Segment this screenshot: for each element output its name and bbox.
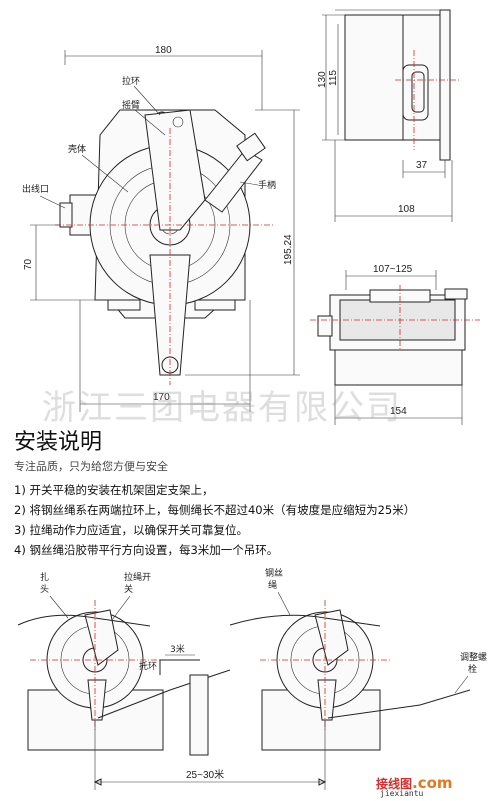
- label-handle: 手柄: [258, 179, 276, 191]
- install-diagram-left: 3米 托环 扎 头 拉绳开 关: [17, 571, 231, 756]
- label-housing: 壳体: [68, 143, 86, 155]
- instruction-item: 2) 将钢丝绳系在两端拉环上，每侧绳长不超过40米（有坡度是应缩短为25米）: [14, 503, 416, 517]
- label-adjust-a: 调整螺: [460, 651, 487, 663]
- label-clamp-a: 扎: [40, 571, 49, 583]
- dim-70: 70: [23, 258, 34, 270]
- instruction-item: 1) 开关平稳的安装在机架固定支架上，: [14, 483, 214, 497]
- rocker-arm: [144, 109, 206, 231]
- top-view: 107~125 154: [310, 264, 480, 425]
- dim-170: 170: [153, 392, 170, 403]
- label-bracket: 托环: [139, 660, 157, 672]
- site-url: jiexiantu: [380, 789, 424, 798]
- spacing-dimension: 25~30米: [93, 720, 327, 790]
- outlet-nut: [59, 202, 73, 228]
- label-pull-ring: 拉环: [122, 75, 140, 87]
- dim-115: 115: [328, 70, 339, 86]
- watermark: 浙江三团电器有限公司: [42, 388, 402, 428]
- side-body: [344, 14, 404, 141]
- dim-108: 108: [398, 204, 415, 215]
- label-clamp-b: 头: [40, 584, 49, 595]
- dim-107-125: 107~125: [373, 264, 413, 275]
- label-wire-b: 绳: [268, 579, 277, 591]
- label-switch-b: 关: [124, 583, 133, 595]
- dim-37: 37: [416, 160, 428, 171]
- front-view: 180 70 195.24: [22, 45, 300, 412]
- label-outlet: 出线口: [22, 183, 49, 195]
- dim-154: 154: [390, 406, 407, 417]
- foot-left: [107, 299, 141, 311]
- instruction-list: 1) 开关平稳的安装在机架固定支架上， 2) 将钢丝绳系在两端拉环上，每侧绳长不…: [14, 480, 415, 560]
- logo-suffix: .com: [412, 774, 453, 792]
- site-logo: 接线图.com: [376, 774, 453, 792]
- instruction-item: 3) 拉绳动作力应适宜，以确保开关可靠复位。: [14, 523, 248, 537]
- label-wire-a: 钢丝: [265, 567, 283, 579]
- install-diagram-right: 钢丝 绳 调整螺 栓: [229, 567, 487, 751]
- foot-right: [194, 299, 236, 311]
- handle-bar: [204, 149, 263, 213]
- side-flange: [439, 9, 451, 161]
- support-post: [189, 674, 209, 756]
- label-adjust-b: 栓: [468, 663, 477, 675]
- label-switch-a: 拉绳开: [124, 571, 151, 583]
- label-rocker-arm: 摇臂: [122, 99, 140, 111]
- instruction-item: 4) 钢丝绳沿胶带平行方向设置，每3米加一个吊环。: [14, 543, 279, 557]
- spacing-25-30m: 25~30米: [186, 768, 224, 781]
- section-title: 安装说明: [14, 430, 103, 455]
- dim-130: 130: [317, 71, 328, 88]
- dim-195: 195.24: [283, 234, 294, 265]
- spacing-3m: 3米: [170, 643, 185, 655]
- side-view: 130 115 37 108: [317, 9, 460, 222]
- logo-text: 接线图: [376, 777, 413, 791]
- dim-180: 180: [155, 45, 172, 56]
- section-subtitle: 专注品质，只为给您方便与安全: [14, 460, 168, 473]
